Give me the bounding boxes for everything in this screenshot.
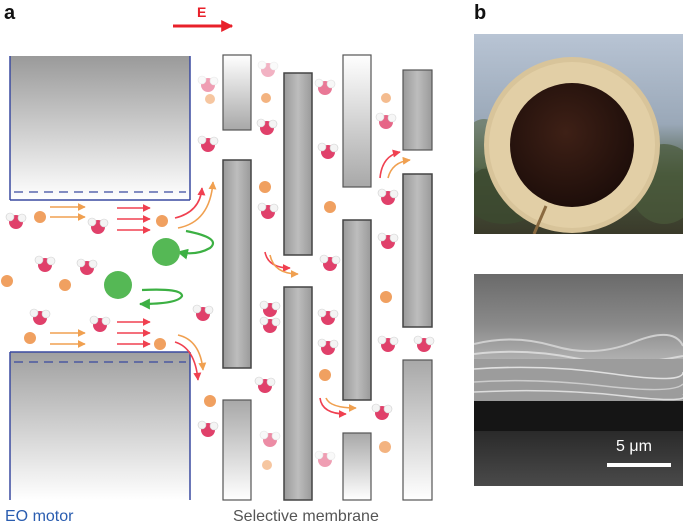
large-particles xyxy=(104,238,180,299)
sem-cross-section: 5 μm xyxy=(474,274,683,486)
scale-bar xyxy=(607,463,671,467)
flow-arrows xyxy=(50,149,411,418)
panel-b-label: b xyxy=(474,2,487,24)
membrane-photo xyxy=(474,34,683,234)
cations xyxy=(1,93,392,470)
field-label: E xyxy=(197,4,206,20)
electric-field-indicator: E xyxy=(173,4,234,32)
selective-membrane-caption: Selective membrane xyxy=(233,508,379,525)
panel-a-label: a xyxy=(4,2,16,24)
water-molecules xyxy=(5,60,435,467)
eo-motor-caption: EO motor xyxy=(5,508,74,525)
eo-motor-block-bottom xyxy=(9,351,191,500)
eo-motor-block-top xyxy=(9,56,191,201)
eo-motor-schematic: E xyxy=(1,4,435,501)
membrane-pillars xyxy=(222,54,433,501)
scale-bar-label: 5 μm xyxy=(616,438,652,455)
